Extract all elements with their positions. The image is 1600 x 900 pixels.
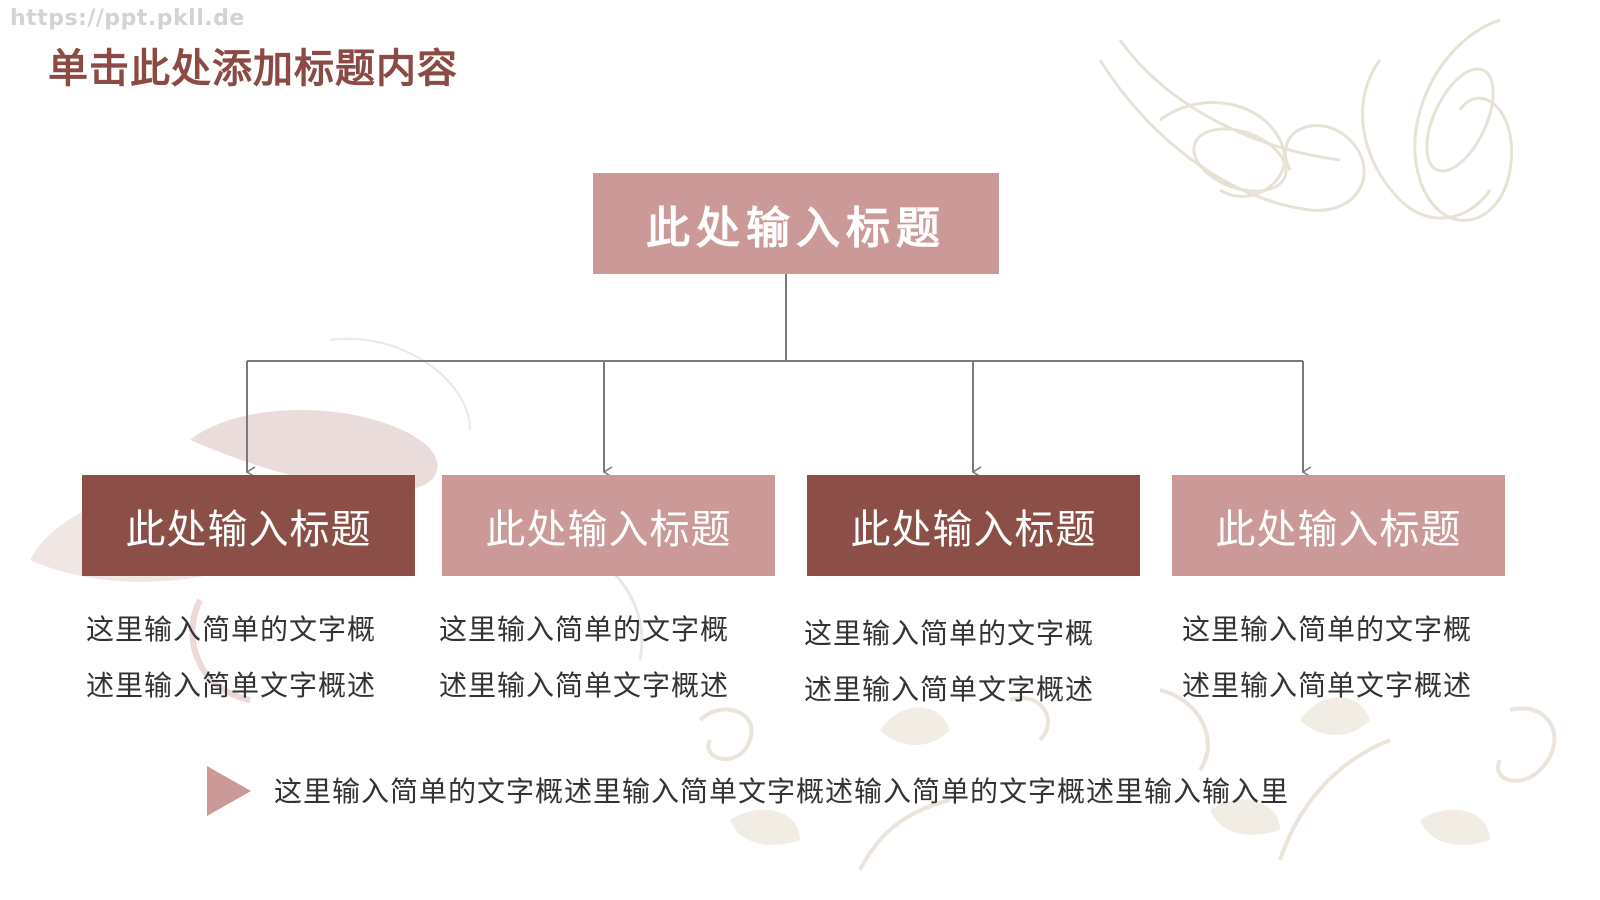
- child-description-3: 这里输入简单的文字概 述里输入简单文字概述: [804, 606, 1124, 718]
- description-line: 述里输入简单文字概述: [439, 669, 730, 702]
- description-line: 这里输入简单的文字概: [86, 613, 377, 646]
- child-description-4: 这里输入简单的文字概 述里输入简单文字概述: [1182, 602, 1502, 714]
- child-description-1: 这里输入简单的文字概 述里输入简单文字概述: [86, 602, 406, 714]
- description-line: 这里输入简单的文字概: [1182, 613, 1473, 646]
- description-line: 述里输入简单文字概述: [86, 669, 377, 702]
- child-title-box-4[interactable]: 此处输入标题: [1172, 475, 1505, 576]
- triangle-right-icon: [207, 766, 251, 816]
- description-line: 述里输入简单文字概述: [804, 673, 1095, 706]
- child-description-2: 这里输入简单的文字概 述里输入简单文字概述: [439, 602, 759, 714]
- footer-summary-text: 这里输入简单的文字概述里输入简单文字概述输入简单的文字概述里输入输入里: [274, 775, 1290, 808]
- child-title-box-1[interactable]: 此处输入标题: [82, 475, 415, 576]
- page-title: 单击此处添加标题内容: [48, 46, 458, 92]
- description-line: 这里输入简单的文字概: [439, 613, 730, 646]
- child-title-box-2[interactable]: 此处输入标题: [442, 475, 775, 576]
- root-title-box[interactable]: 此处输入标题: [593, 173, 999, 274]
- description-line: 这里输入简单的文字概: [804, 617, 1095, 650]
- description-line: 述里输入简单文字概述: [1182, 669, 1473, 702]
- child-title-box-3[interactable]: 此处输入标题: [807, 475, 1140, 576]
- watermark-url: https://ppt.pkll.de: [10, 6, 245, 31]
